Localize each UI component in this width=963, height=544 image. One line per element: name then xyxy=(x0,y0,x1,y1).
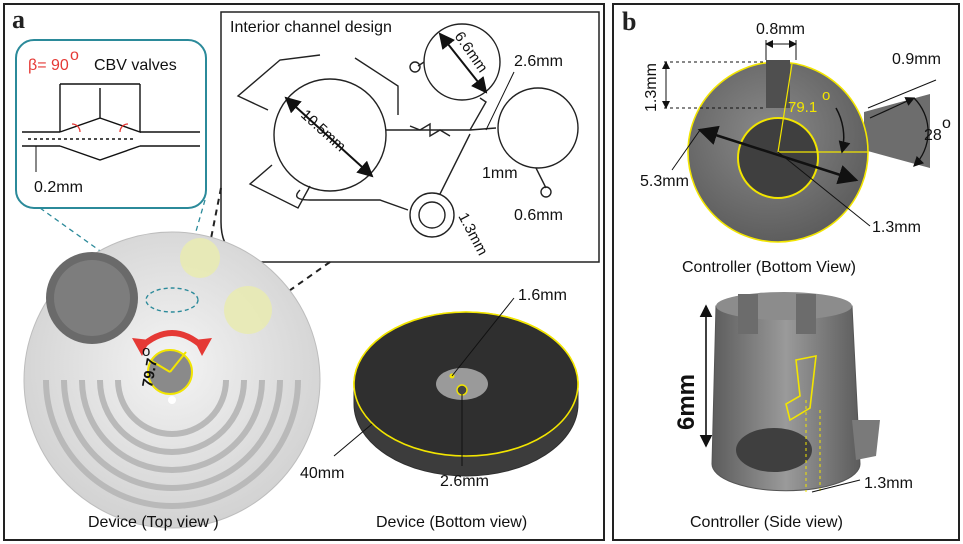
panel-a-letter: a xyxy=(12,5,25,34)
top-angle-label: 79.7 xyxy=(139,357,161,389)
controller-bottom-caption: Controller (Bottom View) xyxy=(682,259,856,276)
bottom-view-caption: Device (Bottom view) xyxy=(376,514,527,531)
device-top-view: 79.7 o Device (Top view ) xyxy=(23,231,321,531)
panel-a-frame xyxy=(3,3,605,541)
cbv-valves-inset: β= 90 o CBV valves 0.2mm xyxy=(15,39,207,209)
channel-title: Interior channel design xyxy=(230,19,392,36)
side-slot-label: 1.3mm xyxy=(864,475,913,492)
bottom-center-label: 2.6mm xyxy=(440,473,489,490)
beta-label: β= 90 xyxy=(28,57,69,74)
tooth-right xyxy=(864,94,930,168)
d-hole-label: 0.6mm xyxy=(514,207,563,224)
inner-label: 1.3mm xyxy=(872,219,921,236)
panel-b-letter: b xyxy=(622,7,636,36)
channel-drawing xyxy=(236,23,579,238)
bottom-center-bump xyxy=(436,368,488,400)
valve-highlight xyxy=(145,287,199,313)
device-bottom-view: 1.6mm 40mm 2.6mm Device (Bottom view) xyxy=(300,287,579,531)
side-height-label: 6mm xyxy=(673,374,700,430)
channel-design-inset: Interior channel design 10.5m xyxy=(220,11,600,263)
side-bore xyxy=(736,428,812,472)
panel-b-frame xyxy=(612,3,960,541)
beta-degree: o xyxy=(70,47,79,64)
cbv-title: CBV valves xyxy=(94,57,177,74)
top-view-caption: Device (Top view ) xyxy=(88,514,219,531)
panel-a: a β= 90 o CBV valves xyxy=(3,3,605,541)
cbv-valve-drawing xyxy=(22,83,200,161)
cbv-connector xyxy=(39,207,153,289)
outlet-leader xyxy=(485,71,515,131)
center-angle-label: 79.1 xyxy=(788,99,817,116)
hole-label: 1.6mm xyxy=(518,287,567,304)
width-right-label: 0.9mm xyxy=(892,51,941,68)
beta-angle-marks xyxy=(71,123,129,133)
inner-bore xyxy=(737,117,819,199)
controller-side-view: 6mm 1.3mm Controller (Side view) xyxy=(673,292,913,531)
w-channel-label: 1mm xyxy=(482,165,518,182)
chamber-yellow-1 xyxy=(180,238,220,278)
center-angle-degree: o xyxy=(822,87,830,104)
side-slot-outline xyxy=(785,355,817,422)
chamber-yellow-2 xyxy=(224,286,272,334)
controller-side-caption: Controller (Side view) xyxy=(690,514,843,531)
serpentine-channels xyxy=(43,379,301,509)
cbv-width-label: 0.2mm xyxy=(34,179,83,196)
d-large-arrow xyxy=(284,96,374,178)
radius-label: 5.3mm xyxy=(640,173,689,190)
diameter-label: 40mm xyxy=(300,465,344,482)
d-outlet-label: 2.6mm xyxy=(514,53,563,70)
top-angle-degree: o xyxy=(142,343,150,360)
panel-b: b 79.1 o 0.8mm 1.3mm 0.9mm xyxy=(612,3,960,541)
d-medium-arrow xyxy=(438,32,488,94)
controller-bottom-view: 79.1 o 0.8mm 1.3mm 0.9mm 28 o 5.3mm 1.3m xyxy=(640,21,951,276)
width-top-label: 0.8mm xyxy=(756,21,805,38)
right-angle-degree: o xyxy=(942,115,951,132)
right-angle-label: 28 xyxy=(924,127,942,144)
height-left-label: 1.3mm xyxy=(643,63,660,112)
